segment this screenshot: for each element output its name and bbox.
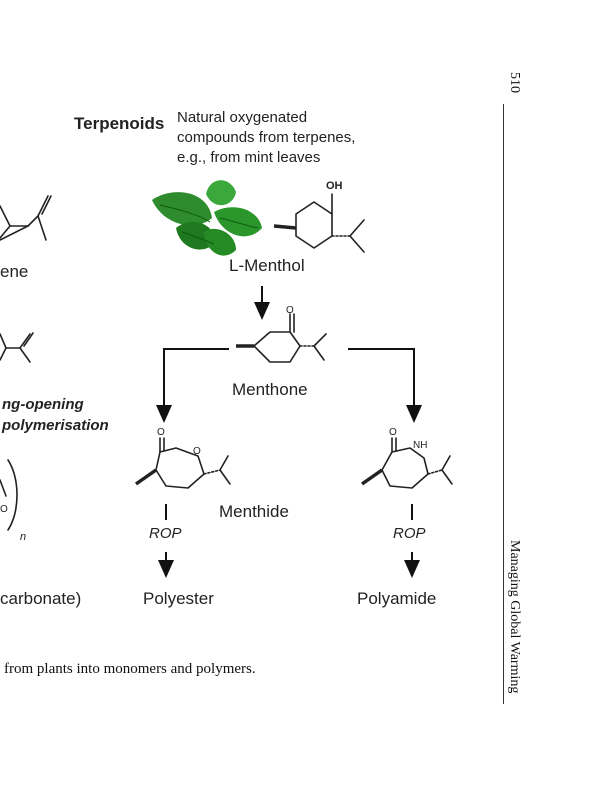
menthone-label: Menthone <box>232 380 308 399</box>
arrow-to-menthide <box>156 348 229 423</box>
repeat-index: n <box>20 531 27 543</box>
left-polymer-structure <box>0 459 18 531</box>
left-terpene-structure-2 <box>0 332 34 363</box>
page-number: 510 <box>507 72 522 93</box>
desc-line-1: Natural oxygenated <box>177 109 308 126</box>
desc-line-2: compounds from terpenes, <box>177 129 356 146</box>
rop-right-label: ROP <box>393 525 426 542</box>
left-process-line-2: polymerisation <box>2 417 109 434</box>
arrow-to-lactam <box>348 348 422 423</box>
desc-line-3: e.g., from mint leaves <box>177 149 321 166</box>
figure-caption: from plants into monomers and polymers. <box>4 661 256 677</box>
menthol-structure <box>273 193 365 253</box>
running-header: Managing Global Warming <box>507 540 522 694</box>
lactam-nh: NH <box>413 440 428 451</box>
left-polymer-label: carbonate) <box>0 589 82 608</box>
menthide-carbonyl-o: O <box>157 427 165 438</box>
left-oxygen-atom: O <box>0 504 8 515</box>
menthide-structure <box>134 437 231 489</box>
lactam-structure <box>360 437 453 489</box>
menthone-structure <box>236 313 327 363</box>
terpenoids-heading: Terpenoids <box>74 114 165 133</box>
left-compound-label: ene <box>0 262 29 281</box>
terpenoids-description: Natural oxygenated compounds from terpen… <box>177 108 355 168</box>
left-terpene-structure <box>0 195 52 241</box>
lactam-carbonyl-o: O <box>389 427 397 438</box>
menthide-label: Menthide <box>219 502 289 521</box>
polyamide-label: Polyamide <box>357 589 437 608</box>
menthol-oh: OH <box>326 180 343 192</box>
rop-left-label: ROP <box>149 525 182 542</box>
left-process-label: ng-opening polymerisation <box>2 394 109 436</box>
polyester-label: Polyester <box>143 589 214 608</box>
left-process-line-1: ng-opening <box>2 396 84 413</box>
menthone-oxygen: O <box>286 305 294 316</box>
menthol-label: L-Menthol <box>229 256 305 275</box>
menthide-ring-o: O <box>193 446 201 457</box>
mint-leaf-icon <box>152 180 262 256</box>
header-rule <box>503 104 504 704</box>
